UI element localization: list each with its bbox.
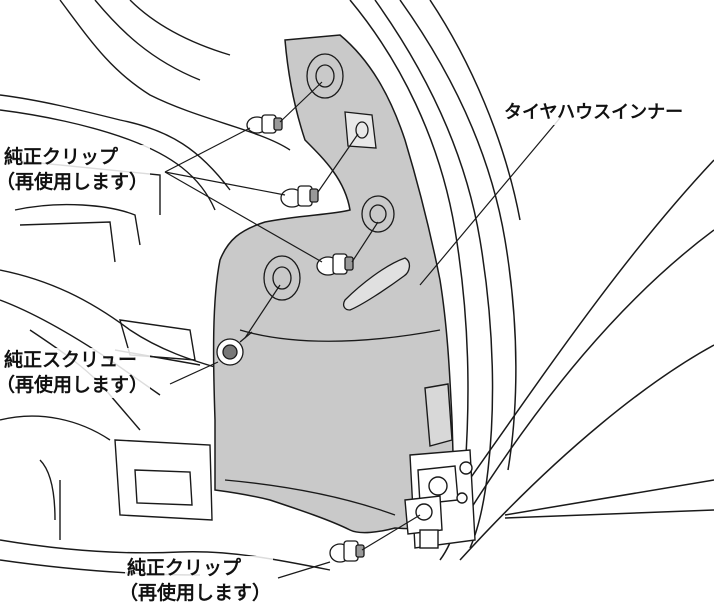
label-clip-top: 純正クリップ （再使用します） — [0, 145, 151, 195]
label-screw-line2: （再使用します） — [0, 374, 149, 396]
label-clip-top-line1: 純正クリップ — [4, 146, 119, 168]
fastener-clip-1 — [246, 114, 283, 134]
label-clip-bottom-line2: （再使用します） — [119, 582, 272, 604]
fender-lines — [349, 0, 714, 561]
label-tire-house-inner: タイヤハウスインナー — [502, 100, 686, 125]
fastener-screw — [216, 331, 253, 366]
liner-details — [224, 53, 441, 516]
label-clip-bottom: 純正クリップ （再使用します） — [119, 556, 274, 606]
fastener-clip-2 — [280, 185, 319, 208]
label-clip-bottom-line1: 純正クリップ — [127, 557, 242, 579]
fastener-clip-4 — [329, 540, 365, 563]
label-screw-line1: 純正スクリュー — [4, 349, 138, 371]
lower-bracket — [404, 383, 476, 549]
tire-house-inner-liner — [212, 34, 456, 534]
label-clip-top-line2: （再使用します） — [0, 171, 149, 193]
fastener-clip-3 — [316, 253, 354, 276]
label-tire-house-inner-text: タイヤハウスインナー — [504, 102, 684, 123]
label-screw: 純正スクリュー （再使用します） — [0, 348, 151, 398]
leader-lines — [164, 81, 561, 579]
